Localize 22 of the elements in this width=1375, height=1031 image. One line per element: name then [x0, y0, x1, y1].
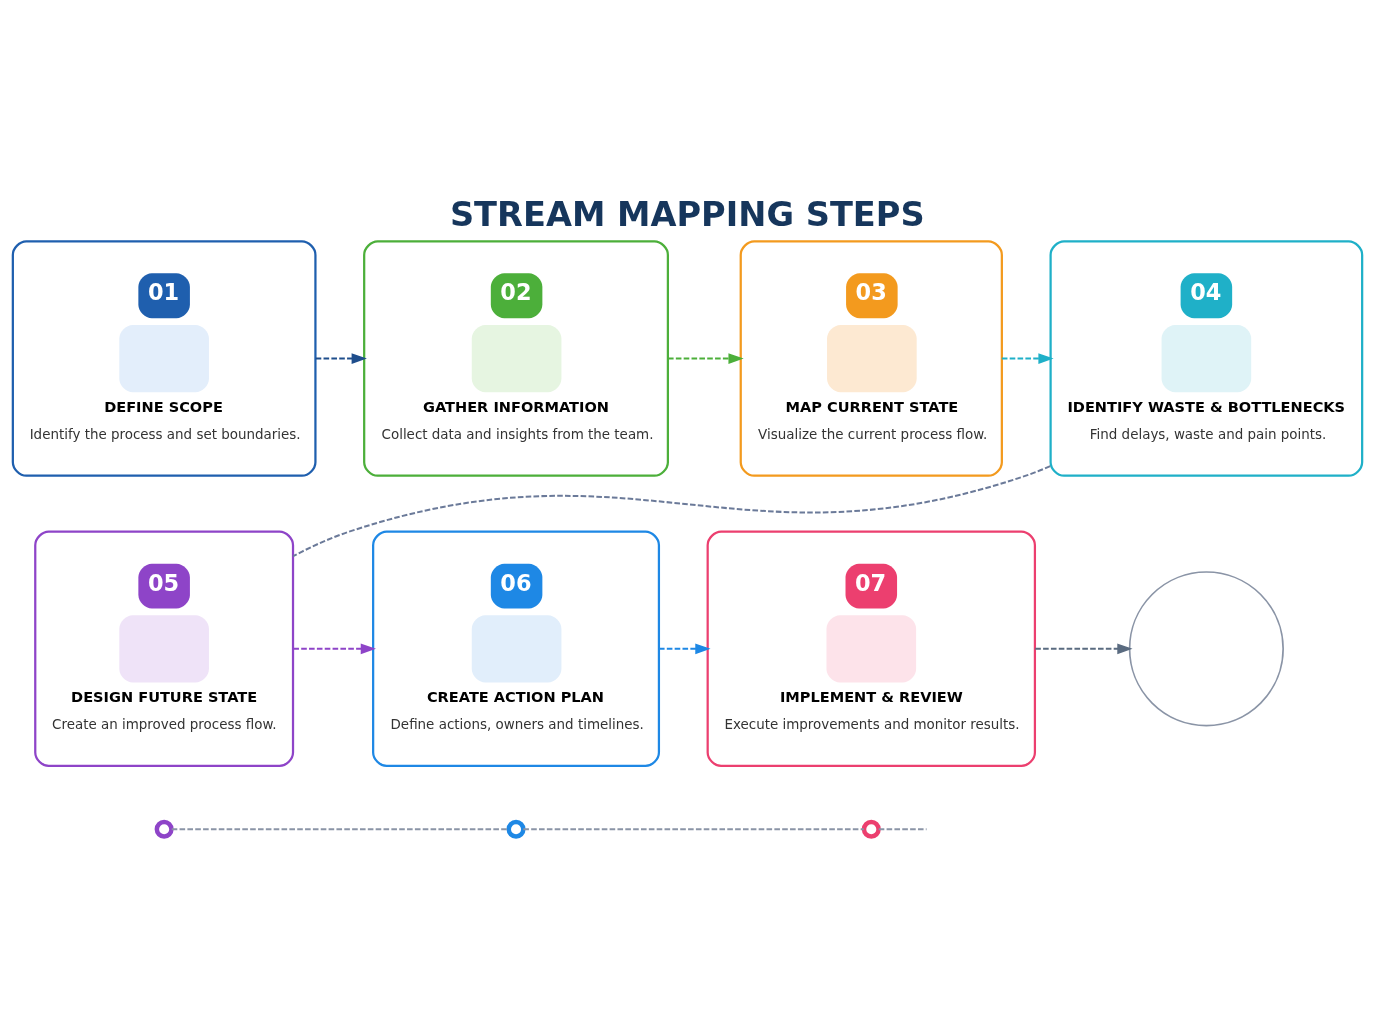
- node-circle: [154, 819, 174, 839]
- node-circle: [861, 819, 881, 839]
- node-box: 04 IDENTIFY WASTE & BOTTLENECKS Find delays, waste and pain points.: [1049, 239, 1364, 477]
- diagram-title: STREAM MAPPING STEPS: [449, 194, 925, 234]
- connector: [171, 827, 509, 830]
- connector: [523, 827, 864, 830]
- node-box: 02 GATHER INFORMATION Collect data and insights from the team.: [363, 239, 669, 477]
- arrow: [1001, 352, 1054, 364]
- arrow: [315, 352, 367, 364]
- node-box: 05 DESIGN FUTURE STATE Create an improved process flow.: [34, 530, 295, 767]
- connector: [292, 464, 1051, 557]
- node-box: 07 IMPLEMENT & REVIEW Execute improvements and monitor results.: [706, 530, 1037, 767]
- arrow: [1035, 642, 1133, 654]
- arrow: [658, 642, 711, 654]
- node-circle: [1128, 570, 1284, 726]
- arrow: [293, 642, 376, 654]
- node-box: 01 DEFINE SCOPE Identify the process and set boundaries.: [11, 239, 317, 477]
- node-box: 06 CREATE ACTION PLAN Define actions, owners and timelines.: [372, 530, 661, 767]
- node-circle: [506, 819, 526, 839]
- arrow: [668, 352, 744, 364]
- connector: [878, 827, 927, 830]
- node-box: 03 MAP CURRENT STATE Visualize the current process flow.: [739, 239, 1003, 477]
